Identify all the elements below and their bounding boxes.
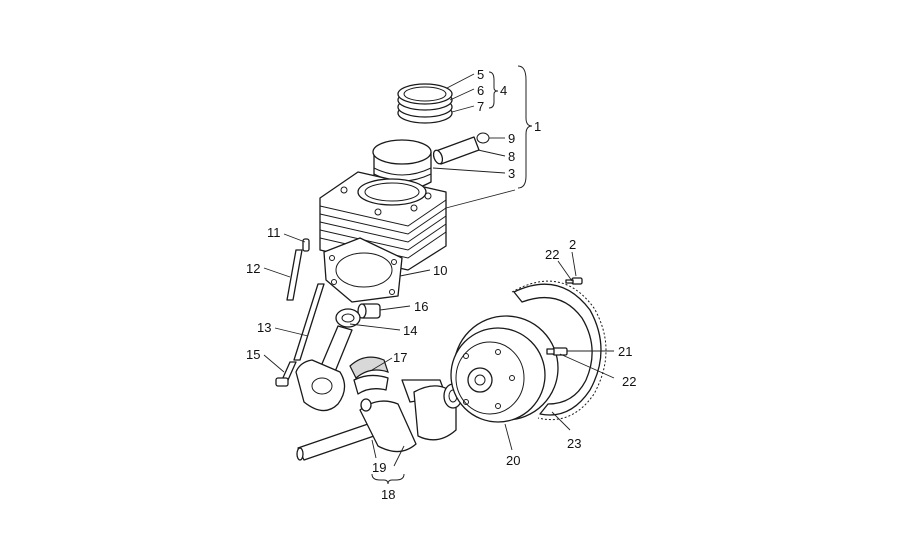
callout-5: 5 — [477, 67, 484, 82]
callout-6: 6 — [477, 83, 484, 98]
callout-18: 18 — [381, 487, 395, 502]
small-end-bush — [357, 303, 381, 319]
callout-13: 13 — [257, 320, 271, 335]
piston-pin — [432, 136, 480, 165]
callout-10: 10 — [433, 263, 447, 278]
flywheel-bolt-21 — [546, 347, 568, 356]
callout-17: 17 — [393, 350, 407, 365]
base-gasket — [323, 237, 403, 303]
circlip — [476, 132, 490, 144]
callout-20: 20 — [506, 453, 520, 468]
callout-23: 23 — [567, 436, 581, 451]
leader-lines — [263, 73, 615, 467]
callout-8: 8 — [508, 149, 515, 164]
callout-22-top: 22 — [545, 247, 559, 262]
flywheel-bolt-2 — [565, 277, 583, 285]
callout-11: 11 — [267, 225, 281, 240]
flywheel — [450, 315, 559, 423]
long-stud-13 — [293, 283, 325, 361]
callout-3: 3 — [508, 166, 515, 181]
callout-16: 16 — [414, 299, 428, 314]
callout-2: 2 — [569, 237, 576, 252]
big-end-bearing-shells — [349, 356, 389, 395]
callout-4: 4 — [500, 83, 507, 98]
callout-1: 1 — [534, 119, 541, 134]
stud-bolt-15 — [275, 361, 297, 387]
callout-labels: 5 6 7 4 1 9 8 3 11 12 10 16 13 14 15 17 … — [246, 67, 636, 502]
callout-21: 21 — [618, 344, 632, 359]
connecting-rod — [295, 308, 361, 412]
callout-9: 9 — [508, 131, 515, 146]
callout-7: 7 — [477, 99, 484, 114]
crankshaft — [296, 379, 463, 461]
callout-19: 19 — [372, 460, 386, 475]
starter-ring-gear — [511, 280, 607, 421]
callout-12: 12 — [246, 261, 260, 276]
long-stud-12 — [286, 249, 303, 301]
piston-rings — [397, 83, 453, 124]
group-braces — [371, 65, 533, 485]
callout-22-bottom: 22 — [622, 374, 636, 389]
callout-15: 15 — [246, 347, 260, 362]
dowel-pin — [302, 238, 310, 252]
callout-14: 14 — [403, 323, 417, 338]
